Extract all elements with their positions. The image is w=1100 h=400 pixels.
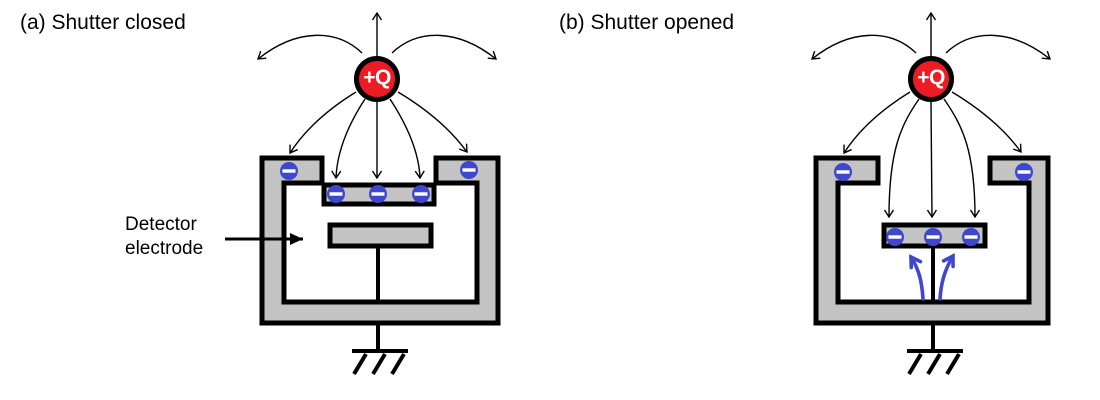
field-arc-right-a	[391, 34, 498, 60]
negative-charge	[327, 185, 345, 203]
field-line-far-right-b	[951, 91, 1022, 154]
field-line-center-b	[926, 101, 938, 219]
current-arrows-b	[909, 253, 955, 301]
panel-a	[225, 11, 501, 376]
field-line-inner-left-b	[883, 98, 920, 219]
detector-electrode-label-line1: Detector	[125, 214, 197, 235]
field-arc-left-b	[810, 34, 917, 60]
field-lines-a	[256, 11, 498, 180]
positive-charge-b	[908, 56, 954, 102]
field-line-inner-left-a	[331, 98, 366, 180]
detector-electrode-a	[327, 222, 434, 249]
negative-charge	[962, 228, 980, 246]
panel-b-title: (b) Shutter opened	[559, 11, 735, 34]
ground-symbol-b	[907, 321, 963, 376]
panel-a-title: (a) Shutter closed	[20, 11, 186, 34]
field-line-inner-right-a	[389, 98, 425, 180]
positive-charge-label-b: +Q	[917, 66, 945, 90]
negative-charge	[369, 185, 387, 203]
negative-charge	[1015, 163, 1033, 181]
ground-symbol-a	[352, 321, 408, 376]
negative-charge	[280, 162, 298, 180]
field-line-far-right-a	[397, 91, 468, 154]
negative-charge	[886, 228, 904, 246]
negative-charges-a	[280, 161, 478, 203]
current-arrow-left	[909, 254, 925, 301]
positive-charge-label-a: +Q	[363, 66, 391, 90]
field-line-far-left-a	[289, 91, 357, 155]
field-line-inner-right-b	[943, 98, 981, 219]
detector-electrode-label: Detector electrode	[125, 213, 203, 261]
negative-charge	[924, 228, 942, 246]
negative-charge	[460, 161, 478, 179]
detector-electrode-label-line2: electrode	[125, 238, 204, 259]
negative-charge	[412, 185, 430, 203]
field-arc-right-b	[945, 34, 1052, 60]
panel-b	[810, 11, 1052, 376]
field-lines-b	[810, 11, 1052, 219]
positive-charge-a	[354, 56, 400, 102]
field-line-far-left-b	[843, 91, 911, 155]
negative-charges-b	[834, 163, 1033, 246]
current-arrow-right	[938, 253, 955, 301]
field-arc-left-a	[256, 34, 363, 60]
negative-charge	[834, 163, 852, 181]
